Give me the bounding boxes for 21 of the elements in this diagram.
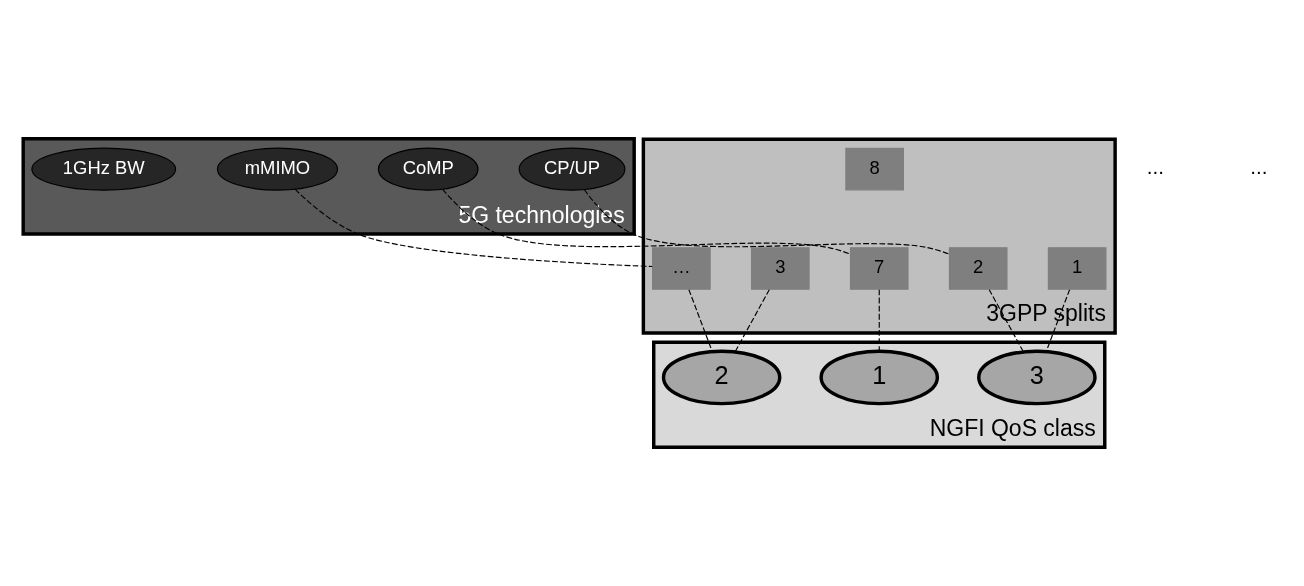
node-ellipse: 1GHz BW — [31, 147, 177, 191]
node-box: 8 — [845, 147, 904, 191]
label: ... — [1146, 155, 1165, 179]
node-box: … — [652, 247, 711, 290]
connector — [583, 189, 950, 255]
connector — [442, 188, 852, 255]
node-box: 1 — [1047, 247, 1107, 290]
node-ellipse: CoMP — [377, 147, 479, 191]
node-box: 2 — [948, 247, 1008, 290]
node-box: 7 — [849, 247, 909, 290]
connector — [734, 289, 770, 353]
connector — [878, 289, 880, 352]
label: ... — [1250, 155, 1268, 179]
connector — [988, 289, 1024, 353]
node-ellipse: 1 — [819, 349, 940, 406]
node-ellipse: mMIMO — [216, 147, 339, 191]
node-ellipse: 3 — [977, 349, 1097, 406]
node-ellipse: 2 — [661, 349, 782, 406]
node-box: 3 — [750, 247, 810, 290]
connector — [294, 188, 653, 268]
node-ellipse: CP/UP — [518, 147, 626, 191]
